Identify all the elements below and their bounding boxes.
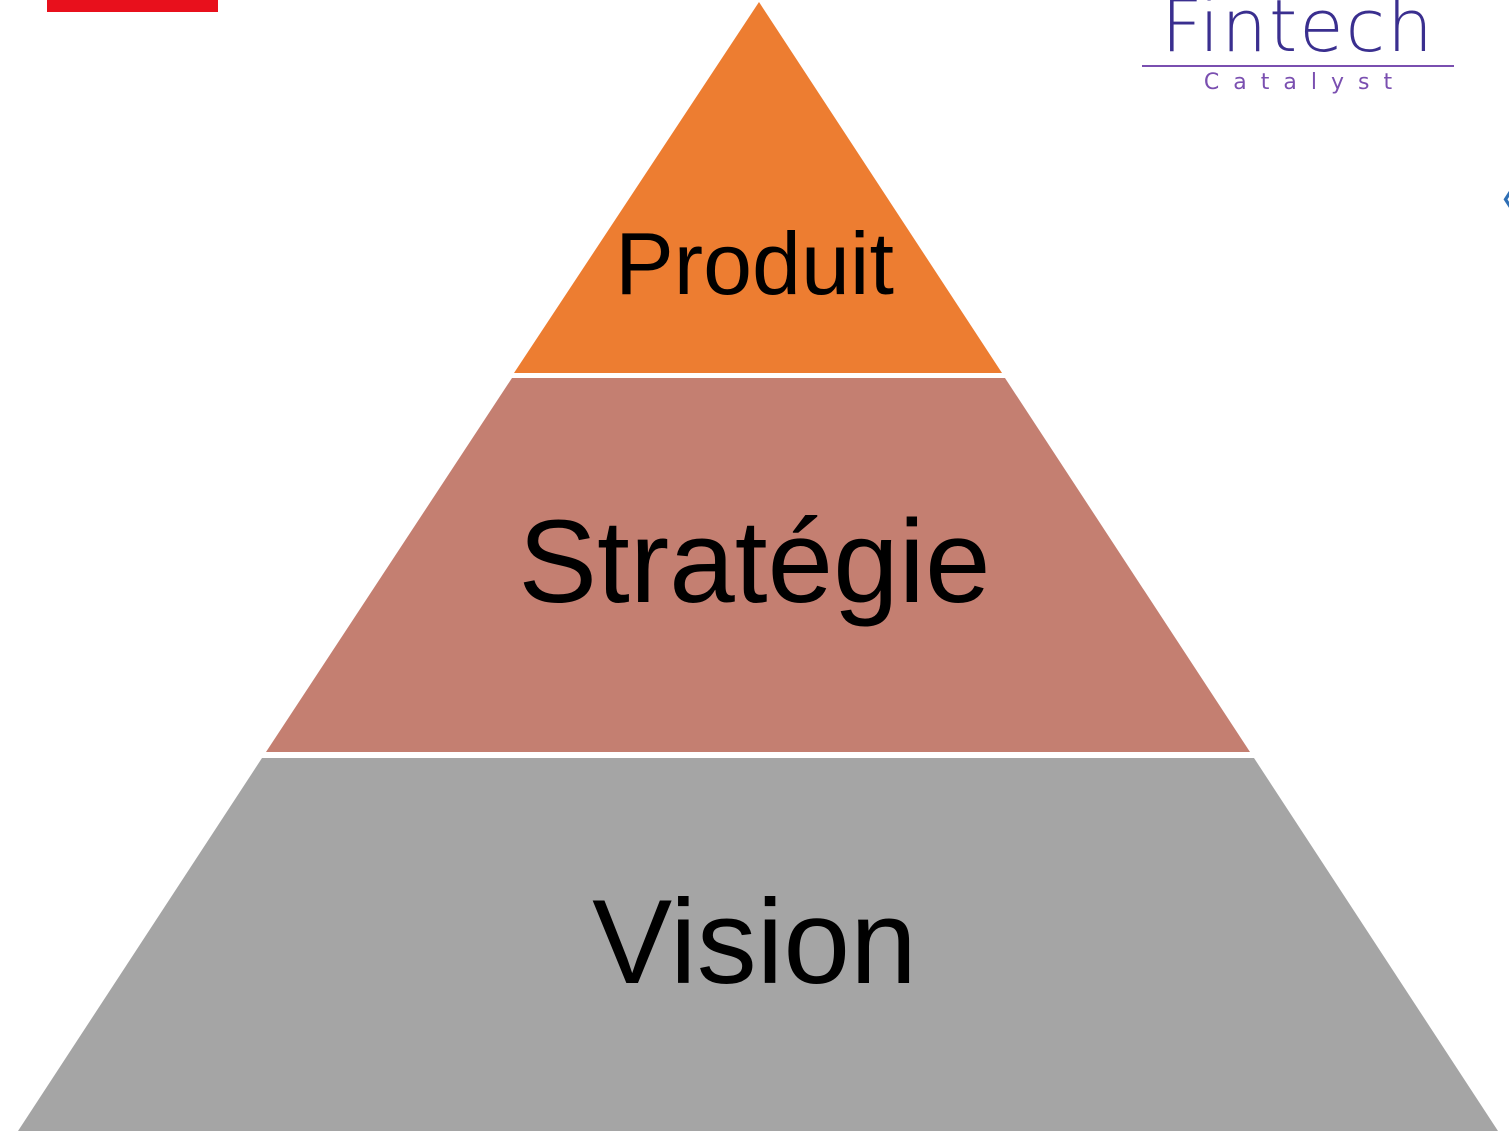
edge-fragment-icon: ❮ — [1501, 188, 1509, 208]
tier-label-produit: Produit — [615, 214, 894, 313]
pyramid-tier-bottom — [18, 758, 1498, 1131]
tier-label-strategie: Stratégie — [518, 496, 991, 628]
pyramid-tier-middle — [266, 378, 1250, 752]
red-header-tab — [47, 0, 218, 12]
fintech-catalyst-logo: Fintech Catalyst — [1140, 0, 1456, 100]
logo-wordmark: Fintech — [1161, 0, 1435, 68]
tier-label-vision: Vision — [592, 875, 917, 1009]
pyramid-tier-top — [514, 2, 1002, 373]
logo-divider — [1142, 65, 1454, 67]
logo-subtitle: Catalyst — [1203, 70, 1407, 95]
